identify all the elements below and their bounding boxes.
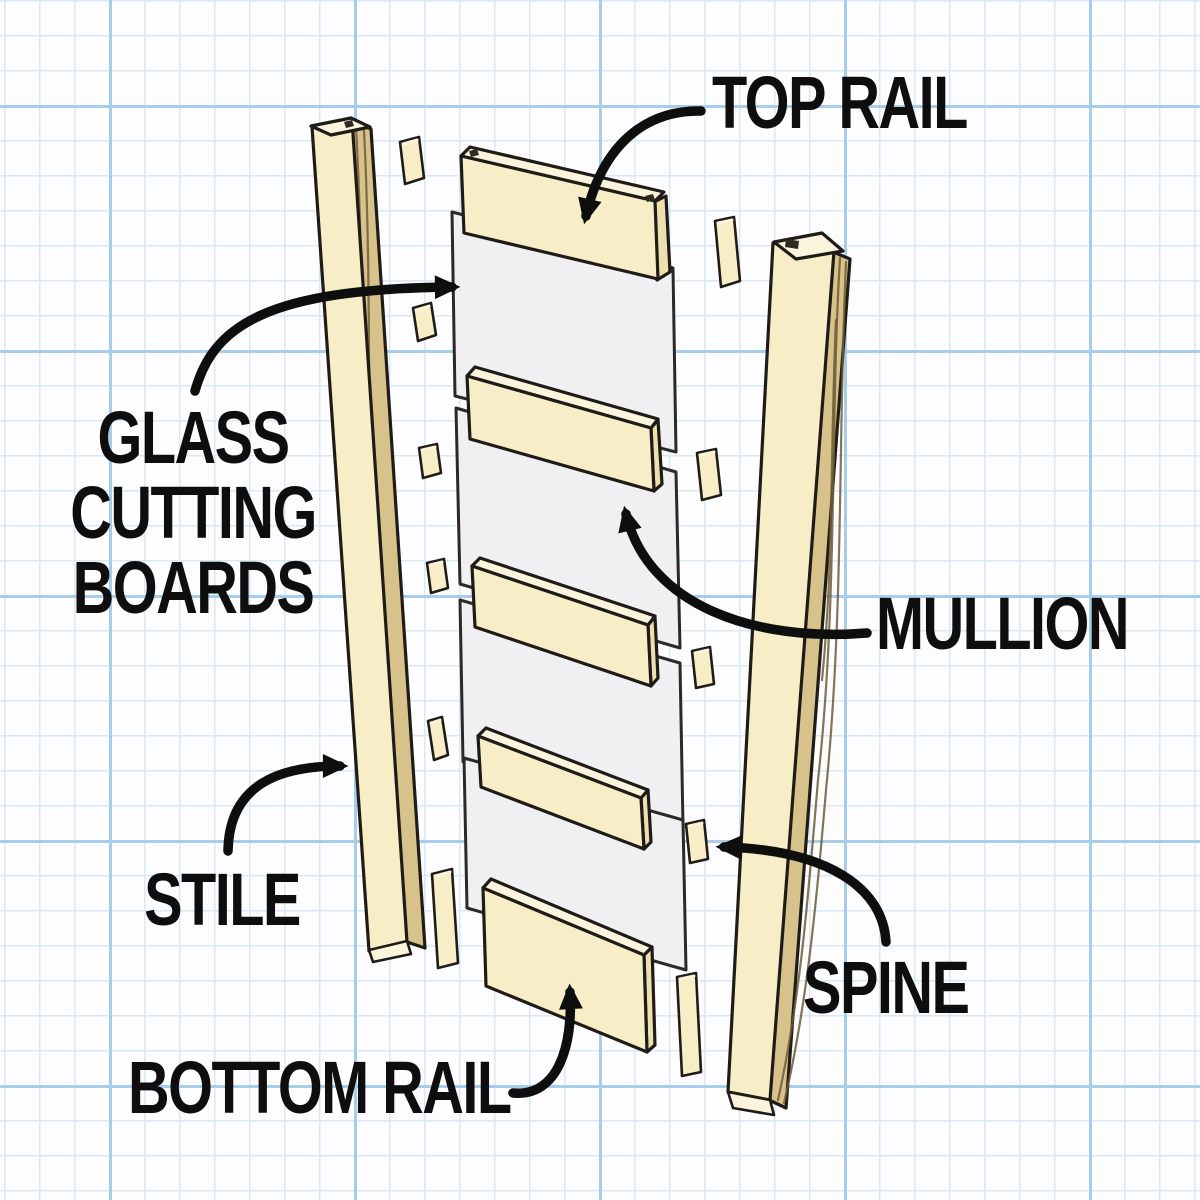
mullion-part	[476, 726, 653, 851]
mullion-arrow	[618, 505, 872, 640]
label-glass-line-3: BOARDS	[72, 546, 315, 629]
bottom-rail-front-face	[481, 886, 649, 1054]
stile-arrow	[223, 754, 349, 856]
right-stile-part	[726, 231, 852, 1117]
callout-arrows	[190, 106, 891, 1098]
right-stile-groove-notch	[785, 239, 799, 249]
left-stile-top-face	[309, 116, 372, 137]
spines-left-column	[398, 135, 460, 970]
spine-block	[398, 135, 426, 186]
spine-block	[695, 447, 723, 502]
bottom-rail-part	[481, 877, 657, 1054]
left-stile-bottom-face	[367, 939, 413, 964]
top-rail-groove-notch	[645, 194, 655, 202]
mullion-front-face	[470, 564, 653, 688]
bottom-rail-arrow	[508, 983, 583, 1098]
top-rail-arrow	[578, 106, 706, 225]
mullion-part	[470, 556, 660, 688]
glass-cutting-boards-arrow	[190, 275, 461, 396]
label-glass-line-1: GLASS	[97, 396, 290, 479]
spine-block	[425, 557, 450, 595]
spine-block	[430, 867, 460, 970]
spine-block	[417, 442, 443, 480]
label-glass-line-2: CUTTING	[70, 471, 317, 554]
label-spine: SPINE	[803, 946, 970, 1029]
label-bottom-rail: BOTTOM RAIL	[128, 1046, 512, 1129]
label-stile: STILE	[144, 858, 301, 941]
left-stile-groove-notch	[344, 120, 354, 128]
left-stile-part	[309, 116, 427, 964]
right-stile-top-face	[772, 231, 845, 261]
spine-block	[713, 215, 742, 289]
spine-arrow	[715, 835, 891, 947]
spine-block	[675, 971, 703, 1078]
spine-block	[690, 645, 716, 690]
mullion-front-face	[476, 734, 646, 851]
label-mullion: MULLION	[876, 582, 1130, 665]
spine-block	[411, 301, 438, 343]
right-stile-bottom-face	[726, 1090, 776, 1117]
label-top-rail: TOP RAIL	[712, 61, 968, 144]
mullion-front-face	[465, 374, 656, 493]
spine-block	[426, 715, 450, 762]
spine-block	[684, 818, 710, 865]
top-rail-part	[459, 145, 672, 282]
spines-right-column	[675, 215, 742, 1078]
mullion-part	[465, 365, 664, 493]
top-rail-groove-notch	[469, 149, 479, 157]
label-glass-cutting-boards: GLASS CUTTING BOARDS	[70, 396, 317, 629]
